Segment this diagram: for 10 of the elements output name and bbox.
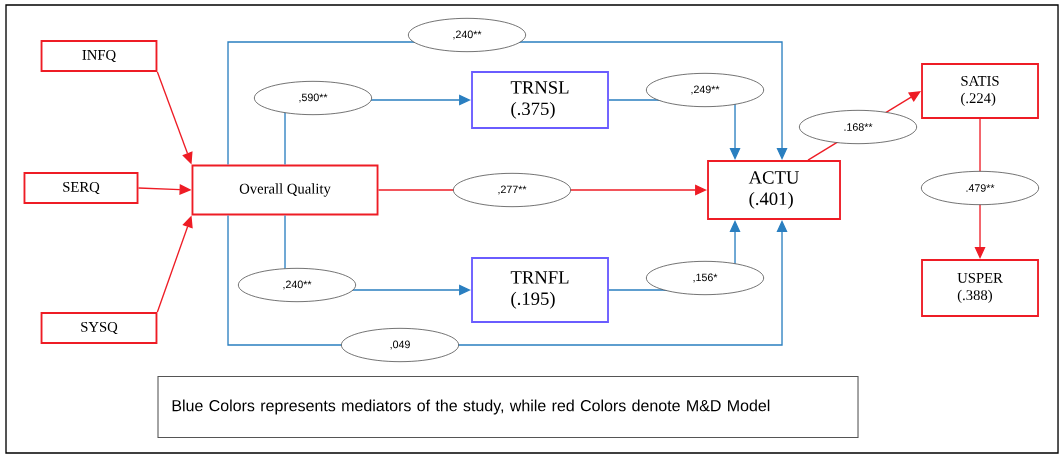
construct-box: TRNSL (.375) <box>471 71 609 129</box>
note-box: Blue Colors represents mediators of the study, while red Colors denote M&D Model <box>157 375 859 439</box>
construct-box: USPER (.388) <box>921 259 1039 317</box>
construct-box: SATIS (.224) <box>921 63 1039 119</box>
construct-box: SYSQ <box>40 312 158 344</box>
construct-box: Overall Quality <box>191 164 379 216</box>
construct-box: INFQ <box>40 40 158 72</box>
construct-box: SERQ <box>23 172 139 204</box>
construct-box: ACTU (.401) <box>707 160 841 220</box>
construct-box: TRNFL (.195) <box>471 257 609 323</box>
